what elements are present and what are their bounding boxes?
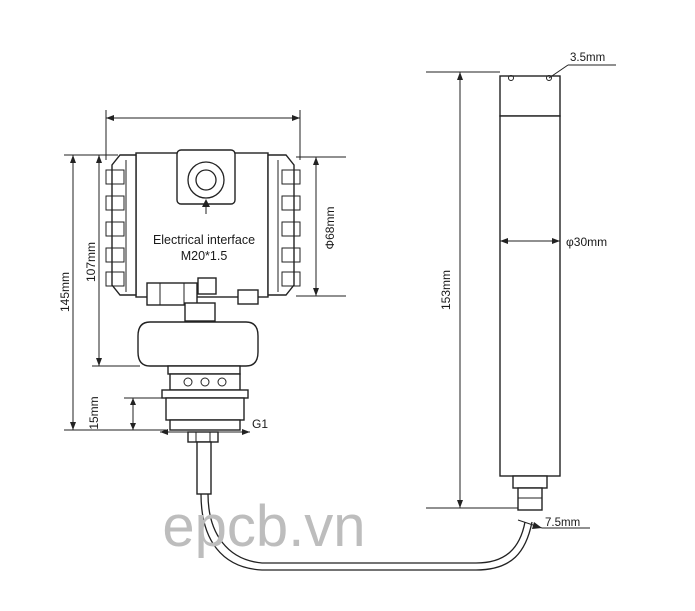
dim-phi68-label: Φ68mm: [323, 207, 337, 250]
module-body: [137, 321, 259, 367]
cable-outer-a: [200, 493, 533, 571]
probe: [499, 75, 561, 511]
process-connection-base: [169, 419, 241, 431]
housing-lug: [237, 289, 259, 305]
flange-plate: [161, 389, 249, 399]
bolt-flange: [169, 373, 241, 391]
dim-7-5-label: 7.5mm: [545, 517, 580, 529]
dim-housing-width: [105, 110, 301, 160]
electrical-interface-label: Electrical interface: [153, 233, 255, 247]
probe-cable-sleeve: [517, 487, 543, 511]
watermark: epcb.vn: [162, 494, 365, 559]
transmitter-housing: Electrical interface M20*1.5: [105, 149, 301, 306]
process-connection-body: [165, 397, 245, 421]
dim-3-5-label: 3.5mm: [570, 52, 605, 64]
dim-3-5: 3.5mm: [548, 52, 616, 79]
dim-145: 145mm: [58, 154, 166, 431]
probe-body: [499, 115, 561, 477]
left-cover-ribs: [105, 160, 127, 292]
port-outer-ring: [187, 161, 225, 199]
terminal-block: [146, 282, 198, 306]
dim-phi30-label: φ30mm: [566, 235, 607, 249]
cable-gland: [196, 441, 212, 495]
dim-15-label: 15mm: [87, 396, 101, 429]
right-cover-ribs: [277, 160, 301, 292]
g1-label: G1: [252, 417, 268, 431]
gland-nut: [187, 431, 219, 443]
dim-107-label: 107mm: [84, 242, 98, 282]
dim-phi68: Φ68mm: [296, 156, 346, 297]
neck: [184, 302, 216, 322]
dim-107: 107mm: [84, 154, 140, 367]
label-arrow: [202, 199, 210, 207]
probe-head: [499, 75, 561, 117]
sensor-module: [137, 302, 259, 431]
dim-15: 15mm: [87, 396, 166, 430]
thread-spec-label: M20*1.5: [181, 249, 228, 263]
dim-153-label: 153mm: [439, 270, 453, 310]
port-inner-ring: [195, 169, 217, 191]
dim-153: 153mm: [426, 71, 518, 509]
cable-outer-b: [207, 493, 526, 564]
probe-tail: [512, 475, 548, 489]
cable: [200, 493, 533, 571]
dim-7-5: 7.5mm: [517, 517, 590, 529]
dim-phi30: φ30mm: [500, 235, 607, 249]
dim-145-label: 145mm: [58, 272, 72, 312]
terminal-screw: [197, 277, 217, 295]
module-collar: [167, 365, 241, 375]
g1-thread: G1: [160, 417, 268, 495]
electrical-port-boss: [176, 149, 236, 205]
right-cover: [267, 154, 295, 296]
